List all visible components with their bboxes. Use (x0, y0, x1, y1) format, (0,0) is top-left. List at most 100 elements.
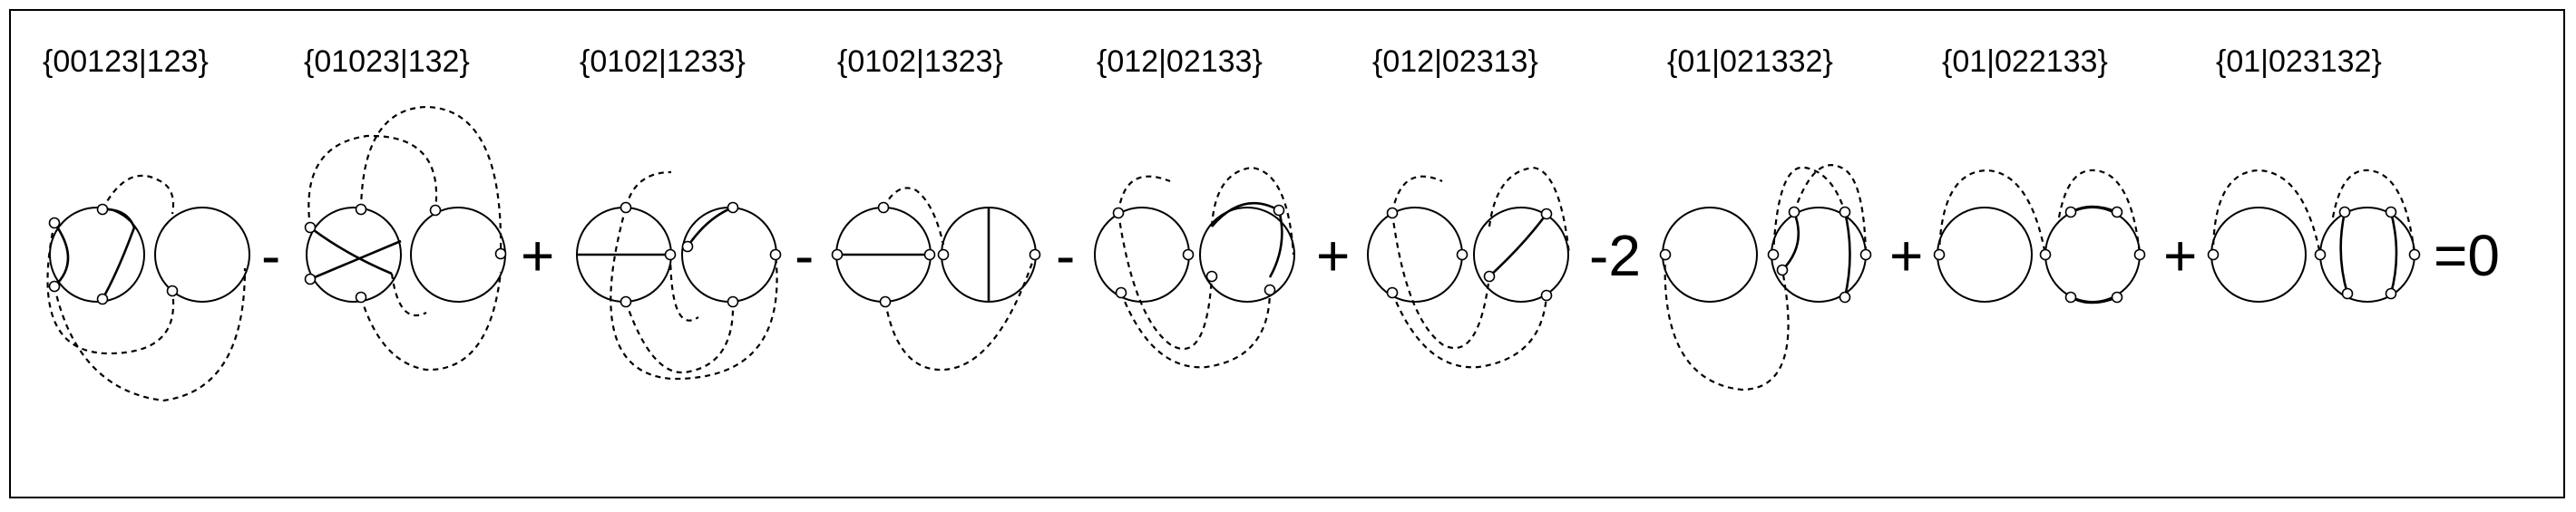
vertex (2111, 206, 2123, 218)
vertex (1540, 208, 1553, 220)
chord (2339, 211, 2349, 295)
left-circle (1094, 207, 1190, 303)
right-circle (681, 207, 777, 303)
vertex (48, 217, 61, 229)
term-label-2: {01023|132} (304, 44, 470, 79)
vertex (2385, 287, 2397, 300)
vertex (727, 295, 739, 308)
chord (2389, 211, 2398, 295)
term-label-3: {0102|1233} (580, 44, 746, 79)
operator-6: -2 (1589, 223, 1641, 288)
vertex (620, 201, 632, 214)
term-5-diagram (1094, 166, 1295, 369)
propagator (883, 187, 945, 246)
vertex (769, 248, 782, 261)
operator-2: + (521, 223, 554, 288)
propagator (359, 271, 503, 372)
chord (53, 222, 70, 287)
vertex (1776, 264, 1789, 276)
propagator (390, 273, 427, 317)
vertex (1788, 206, 1800, 218)
operator-3: - (795, 223, 814, 288)
vertex (2385, 206, 2397, 218)
term-label-7: {01|021332} (1667, 44, 1833, 79)
vertex (831, 248, 844, 261)
vertex (2338, 206, 2351, 218)
operator-7: + (1889, 223, 1923, 288)
propagator (1117, 212, 1214, 350)
vertex (1483, 270, 1496, 283)
propagator (102, 174, 175, 215)
propagator (1119, 289, 1272, 369)
vertex (2064, 206, 2077, 218)
operator-1: - (261, 223, 280, 288)
vertex (1264, 284, 1276, 296)
chord (309, 239, 402, 281)
propagator (2211, 169, 2322, 256)
propagator (1937, 169, 2047, 256)
vertex (1659, 248, 1672, 261)
vertex (494, 247, 507, 260)
chord (686, 206, 734, 247)
term-9-diagram (2207, 169, 2421, 303)
operator-5: + (1316, 223, 1350, 288)
vertex (1205, 270, 1218, 283)
term-label-6: {012|02313} (1372, 44, 1538, 79)
vertex (48, 280, 61, 293)
term-label-8: {01|022133} (1942, 44, 2108, 79)
vertex (166, 285, 179, 297)
propagator (1390, 212, 1491, 350)
vertex (1112, 207, 1125, 219)
vertex (1839, 291, 1851, 304)
chord (1843, 211, 1851, 298)
vertex (2314, 248, 2327, 261)
vertex (1859, 248, 1872, 261)
vertex (2064, 291, 2077, 304)
vertex (620, 295, 632, 308)
propagator (668, 254, 699, 322)
vertex (1386, 207, 1399, 219)
figure-border (9, 9, 2565, 498)
propagator (1210, 166, 1295, 256)
vertex (1273, 204, 1285, 217)
vertex (1456, 248, 1469, 261)
term-1-diagram (46, 174, 250, 402)
term-4-diagram (831, 187, 1041, 372)
right-circle (1473, 207, 1569, 303)
term-label-1: {00123|123} (43, 44, 209, 79)
term-2-diagram (304, 105, 507, 372)
right-circle (2319, 207, 2415, 303)
vertex (1540, 289, 1553, 302)
vertex (2408, 248, 2421, 261)
operator-4: - (1056, 223, 1075, 288)
result: =0 (2434, 223, 2500, 288)
propagator (46, 222, 175, 355)
term-label-4: {0102|1323} (837, 44, 1003, 79)
right-circle (154, 207, 250, 303)
vertex (1386, 286, 1399, 299)
vertex (355, 203, 367, 216)
chord (1781, 211, 1800, 271)
vertex (2133, 248, 2146, 261)
propagator (307, 134, 438, 228)
chord (101, 227, 136, 300)
propagator (624, 170, 672, 208)
propagator (1390, 175, 1443, 214)
vertex (681, 240, 694, 253)
vertex (96, 293, 109, 305)
chord (1488, 213, 1548, 277)
left-circle (1662, 207, 1758, 303)
vertex (937, 248, 950, 261)
vertex (304, 273, 317, 285)
term-3-diagram (576, 170, 782, 381)
propagator (1664, 254, 1790, 391)
vertex (96, 203, 109, 216)
propagator (2057, 169, 2142, 256)
vertex (2207, 248, 2220, 261)
left-circle (2210, 207, 2307, 303)
propagator (883, 254, 1037, 372)
propagator (359, 105, 503, 255)
term-8-diagram (1933, 169, 2146, 304)
left-circle (1367, 207, 1463, 303)
